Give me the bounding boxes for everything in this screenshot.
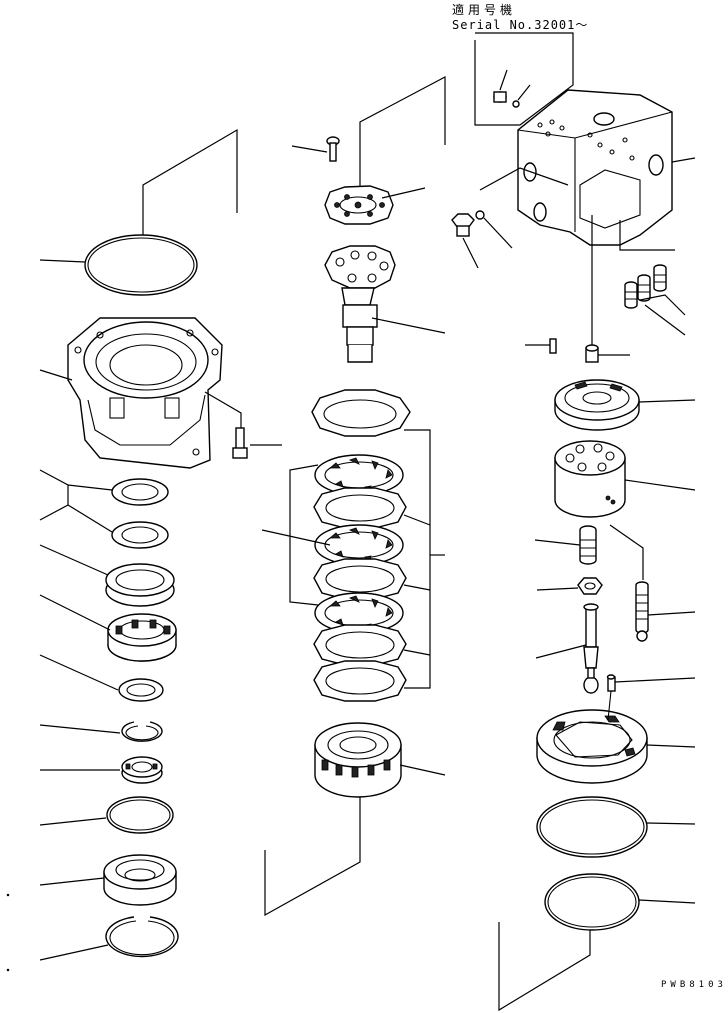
leader-shim-1	[67, 484, 113, 491]
leader-friction-plates	[261, 529, 331, 546]
leader-bearing-race	[39, 544, 109, 576]
leader-piston-assembly	[647, 611, 696, 616]
plug-cylinder	[585, 344, 599, 363]
valve-body	[517, 89, 673, 246]
leader-cylinder-block	[624, 479, 696, 491]
leader-friction-plates-bracket	[289, 464, 319, 606]
leader-shaft-pin	[535, 644, 587, 659]
snap-ring-large	[105, 916, 179, 958]
leader-piston-bracket	[609, 524, 644, 580]
leader-drive-shaft	[371, 317, 446, 334]
small-bearing	[121, 756, 163, 784]
leader-serial-bracket	[474, 32, 574, 126]
shim-1	[111, 478, 169, 506]
leader-spring-set	[639, 294, 686, 316]
leader-dowel-pin	[614, 677, 696, 683]
backup-ring-right	[544, 873, 640, 931]
applicable-model-note: 適用号機	[452, 3, 517, 17]
leader-separator-plate-1	[403, 514, 431, 526]
bearing-race	[105, 563, 175, 607]
shaft-pin	[583, 603, 599, 694]
leader-retainer-screw	[291, 145, 328, 153]
separator-plate-3	[313, 624, 407, 666]
leader-separator-plate-2	[403, 584, 431, 591]
seal-cartridge	[103, 854, 177, 906]
leader-plug-small	[499, 69, 508, 91]
leader-hex-plug	[462, 237, 479, 269]
o-ring-medium	[106, 796, 174, 834]
thrust-washer	[118, 678, 164, 702]
leader-swash-plate	[646, 744, 696, 748]
leader-right-bottom-bracket	[498, 922, 591, 1012]
motor-housing	[67, 317, 223, 469]
o-ring-large	[84, 234, 198, 296]
shim-2	[111, 521, 169, 549]
leader-shim-2	[67, 504, 113, 533]
leader-thrust-washer	[39, 654, 119, 691]
piston-assembly	[635, 581, 649, 642]
roller-bearing-large	[314, 722, 402, 798]
leader-piston-spring	[534, 539, 581, 546]
leader-o-ring-large-right	[646, 822, 696, 825]
leader-snap-ring-large	[39, 944, 109, 961]
leader-middle-bottom-bracket	[264, 797, 361, 917]
leader-valve-body	[671, 157, 696, 163]
retainer-plate	[324, 185, 394, 225]
roller-cage	[107, 613, 177, 662]
leader-roller-bearing-large	[399, 764, 446, 776]
o-ring-large-right	[536, 796, 648, 858]
leader-roller-cage	[39, 594, 111, 631]
leader-left-top-bracket	[142, 128, 238, 238]
o-ring-hex-plug	[475, 210, 485, 220]
leader-spring-set-2	[644, 304, 686, 336]
leader-seal-cartridge	[39, 877, 105, 886]
leader-o-ring-hex-plug	[483, 217, 513, 249]
plug-small	[493, 91, 507, 103]
housing-bolt	[232, 427, 248, 459]
pin-small	[549, 338, 557, 354]
leader-separator-plate-3	[403, 649, 431, 656]
separator-plate-top	[311, 389, 411, 437]
leader-middle-top-bracket	[359, 76, 446, 188]
o-ring-plug	[512, 100, 520, 108]
valve-plate	[554, 379, 640, 431]
friction-plate-3	[314, 592, 404, 634]
leader-o-ring-plug	[517, 84, 531, 101]
hex-plug	[451, 213, 475, 237]
cylinder-block	[554, 440, 626, 518]
leader-motor-housing	[39, 369, 73, 381]
leader-snap-ring-small	[39, 724, 121, 734]
leader-o-ring-large	[39, 259, 86, 263]
hex-nut	[577, 577, 603, 595]
leader-shim-pair	[39, 469, 69, 521]
separator-plate-1	[313, 487, 407, 529]
leader-hex-nut	[536, 587, 579, 591]
piston-spring	[579, 525, 597, 565]
leader-retainer-plate	[381, 187, 426, 199]
spring-set	[624, 264, 667, 309]
leader-o-ring-medium	[39, 817, 107, 826]
leader-spring-group-bracket	[619, 220, 675, 251]
swash-plate	[536, 690, 648, 784]
dowel-pin	[606, 674, 616, 692]
retainer-screw	[326, 136, 340, 162]
snap-ring-small	[121, 721, 163, 742]
leader-backup-ring-right	[638, 899, 696, 904]
serial-number-note: Serial No.32001～	[452, 18, 589, 32]
leader-valve-plate	[638, 399, 696, 403]
leader-hex-plug-bracket	[479, 167, 569, 191]
friction-plate-1	[314, 454, 404, 496]
separator-plate-bottom	[313, 660, 407, 702]
leader-separator-plates-bracket	[404, 429, 431, 689]
drawing-code: PWB8103	[661, 980, 727, 990]
drive-shaft-assembly	[324, 245, 396, 363]
